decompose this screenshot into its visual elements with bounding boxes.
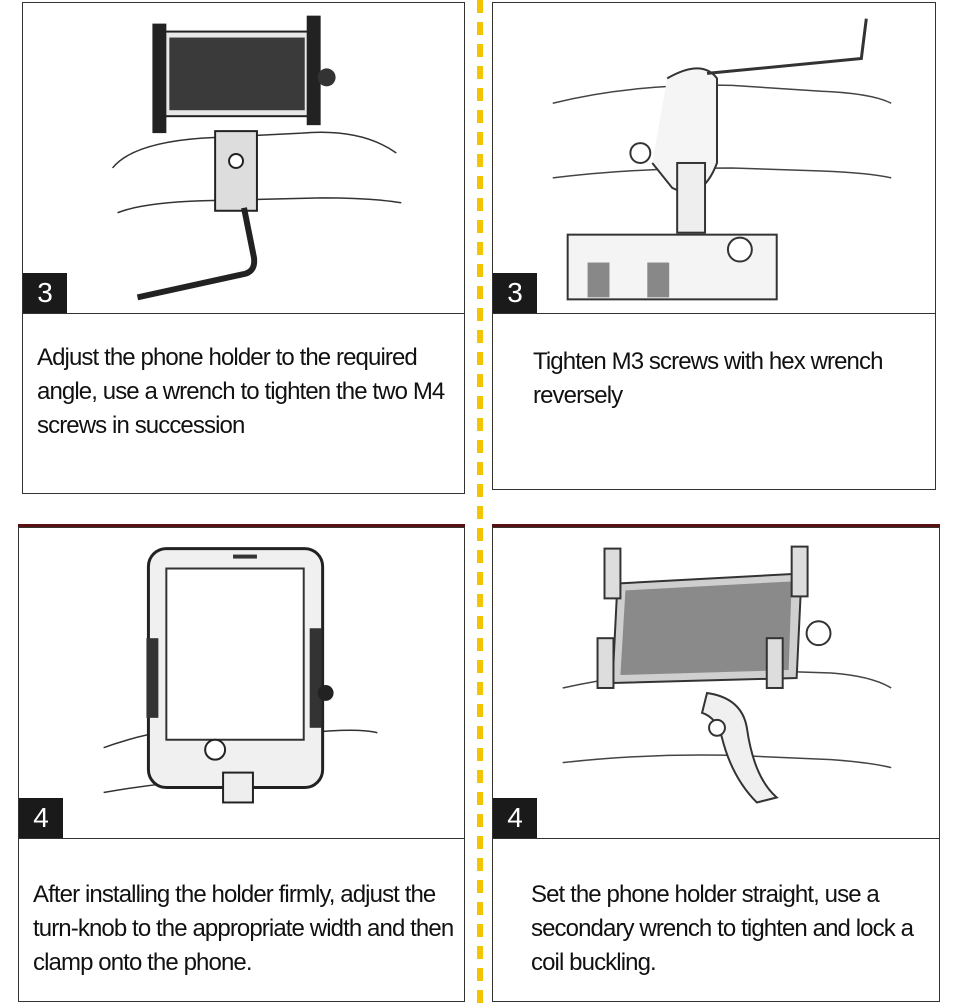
- step-caption: After installing the holder firmly, adju…: [33, 881, 454, 976]
- step-panel-bottom-right: 4 Set the phone holder straight, use a s…: [492, 527, 940, 1002]
- step-illustration: 4: [493, 528, 939, 839]
- step-number-badge: 4: [19, 798, 63, 838]
- step-number-badge: 3: [23, 273, 67, 313]
- step-panel-top-right: 3 Tighten M3 screws with hex wrench reve…: [492, 2, 936, 490]
- panel-accent-line: [18, 524, 465, 527]
- step-number-badge: 3: [493, 273, 537, 313]
- step-panel-top-left: 3 Adjust the phone holder to the require…: [22, 2, 465, 494]
- step-caption: Tighten M3 screws with hex wrench revers…: [533, 348, 883, 409]
- phone-in-holder-illustration: [103, 547, 378, 804]
- step-illustration: 3: [23, 3, 464, 314]
- step-illustration: 3: [493, 3, 935, 314]
- holder-wrench-illustration: [112, 15, 402, 301]
- clamp-hex-wrench-illustration: [552, 18, 892, 301]
- step-illustration: 4: [19, 528, 464, 839]
- step-caption: Set the phone holder straight, use a sec…: [531, 881, 914, 976]
- step-caption: Adjust the phone holder to the required …: [37, 344, 445, 439]
- center-dashed-divider: [477, 0, 483, 1006]
- step-number-badge: 4: [493, 798, 537, 838]
- step-panel-bottom-left: 4 After installing the holder firmly, ad…: [18, 527, 465, 1002]
- holder-coil-lock-illustration: [562, 545, 892, 804]
- panel-accent-line: [492, 524, 940, 527]
